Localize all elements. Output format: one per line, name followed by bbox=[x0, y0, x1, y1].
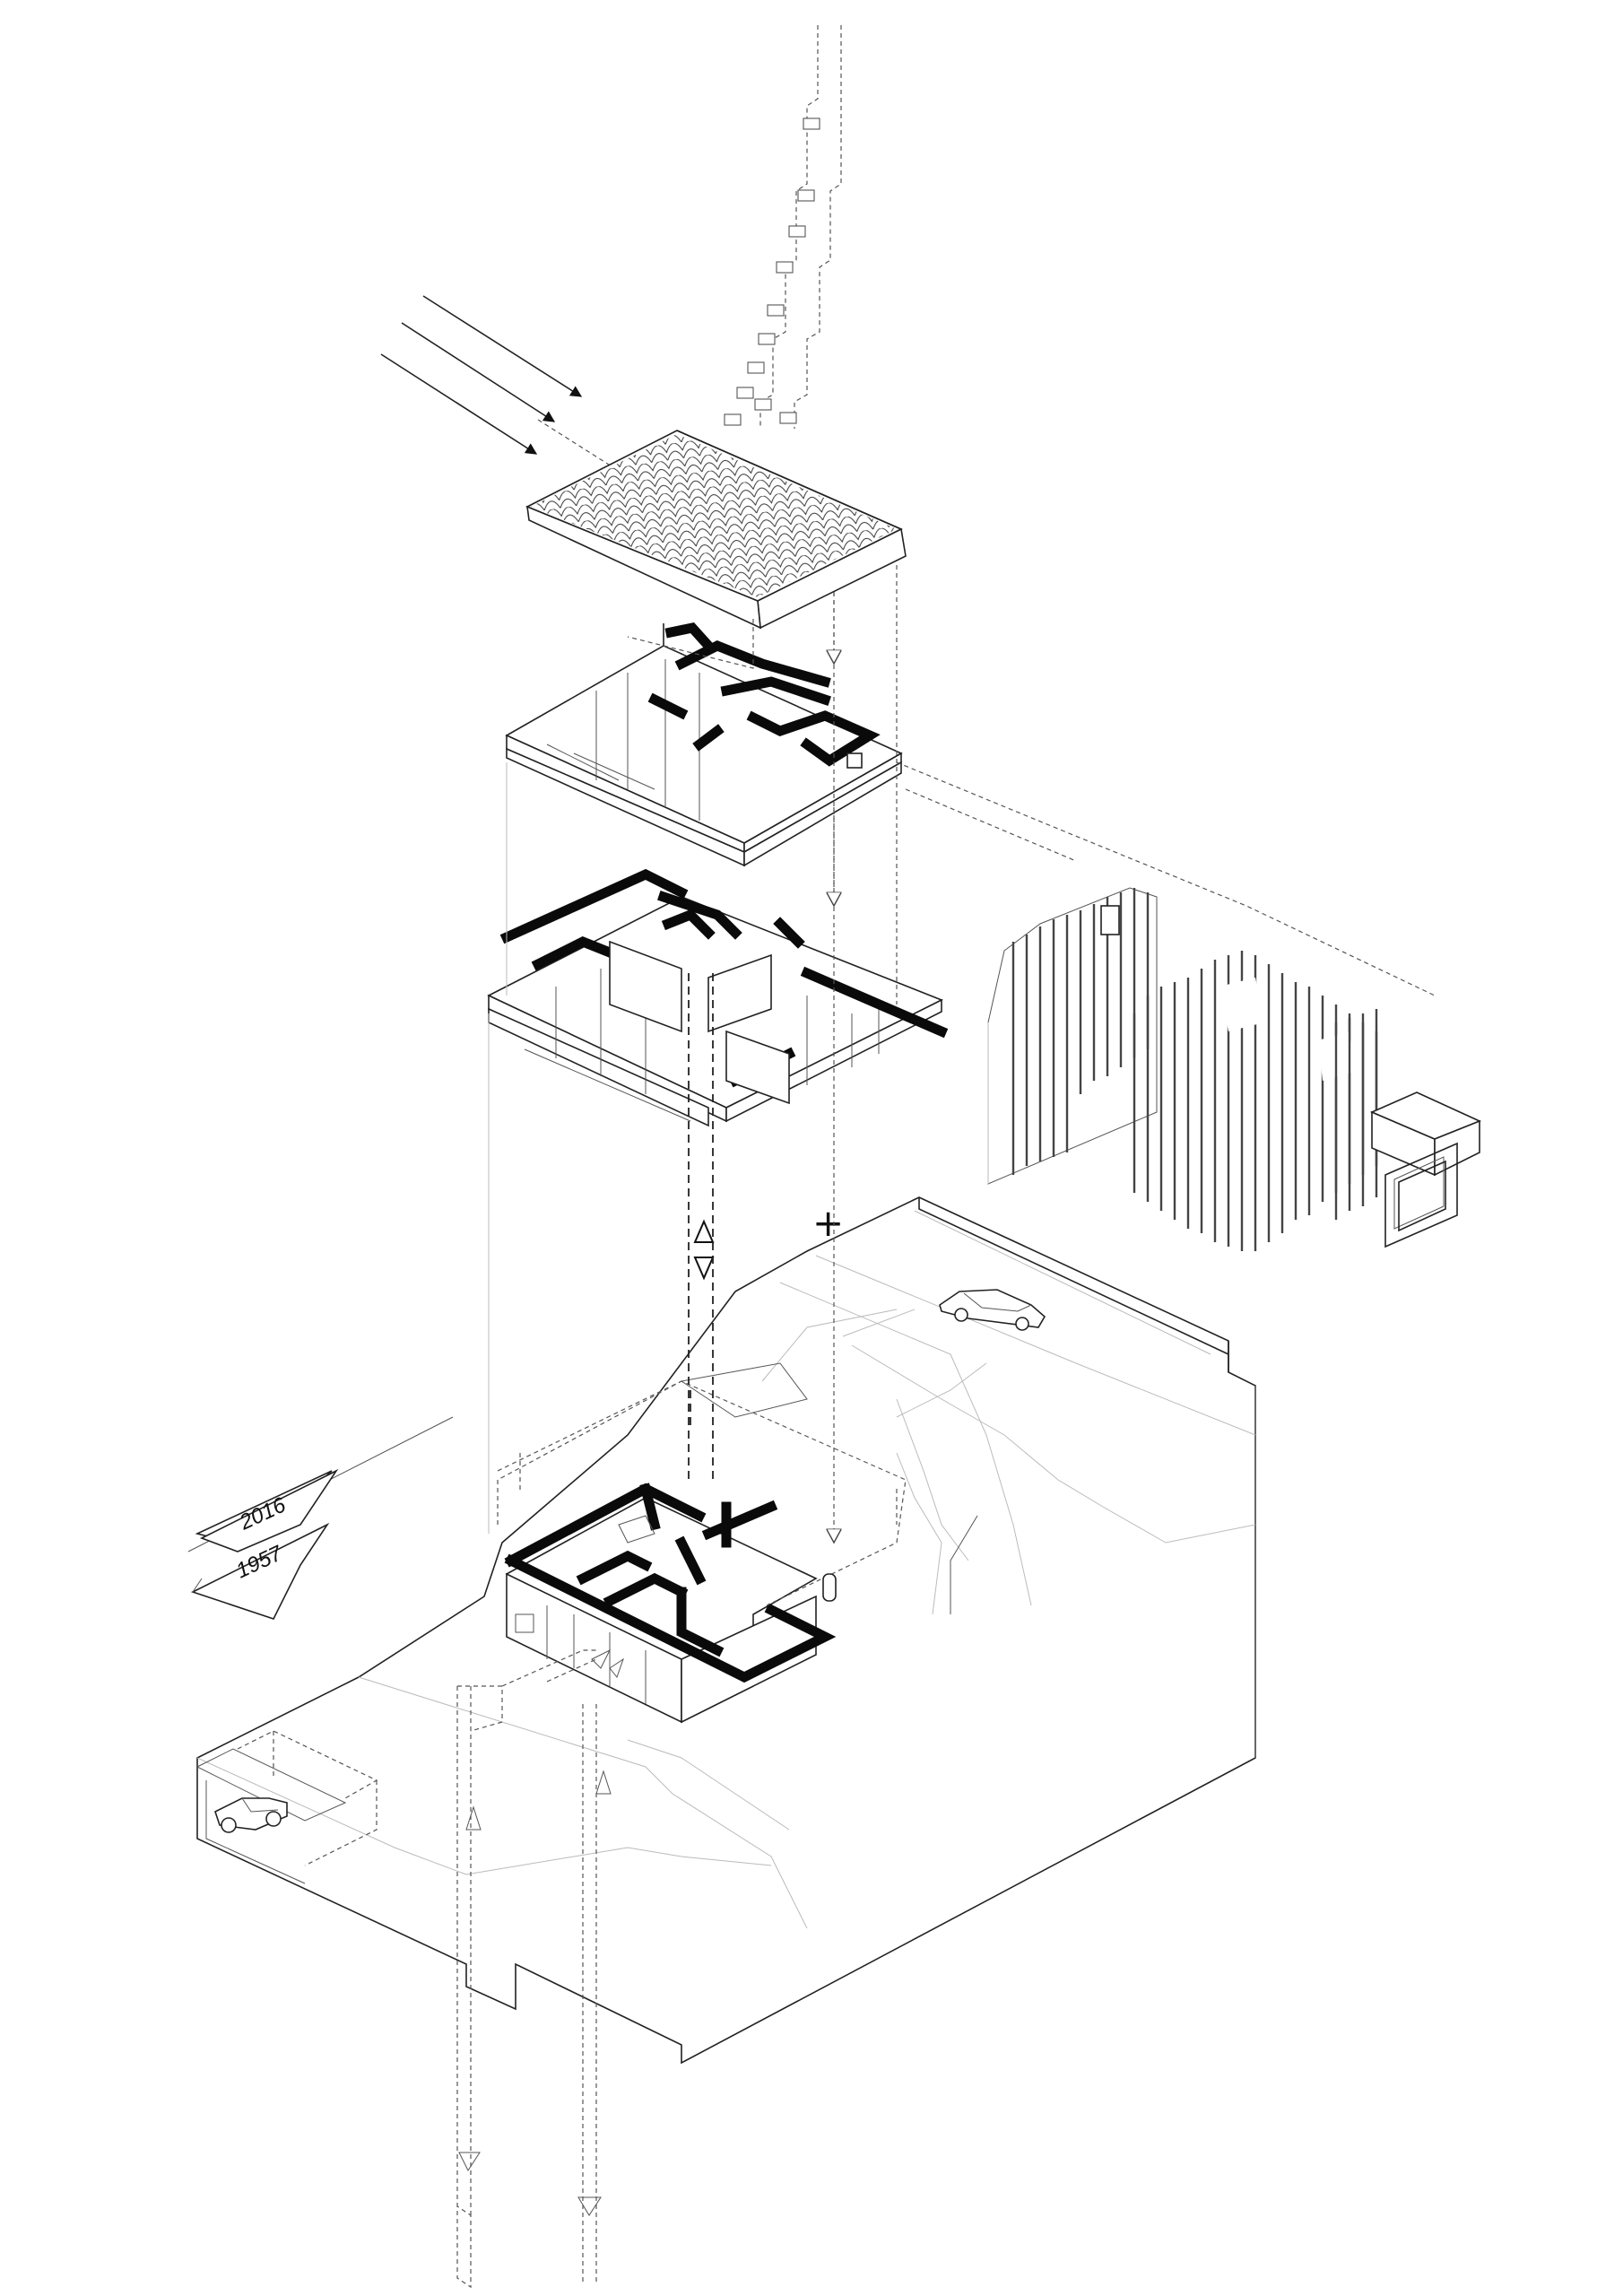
sun-rays bbox=[380, 295, 620, 472]
roof-layer bbox=[525, 430, 907, 630]
existing-house bbox=[497, 1380, 907, 1724]
solar-panel-stack bbox=[724, 25, 842, 429]
year-markers: 2016 1957 bbox=[187, 1416, 454, 1620]
circulation-lines bbox=[456, 565, 1436, 2289]
car-modern-icon bbox=[842, 1289, 1046, 1337]
down-arrow-icon bbox=[693, 1257, 715, 1281]
car-vintage-icon bbox=[214, 1797, 288, 1833]
attic-floor-layer bbox=[505, 622, 903, 867]
up-arrow-icon bbox=[693, 1219, 715, 1243]
facade-cutaway bbox=[987, 887, 1482, 1251]
ground-floor-layer bbox=[487, 868, 949, 1127]
